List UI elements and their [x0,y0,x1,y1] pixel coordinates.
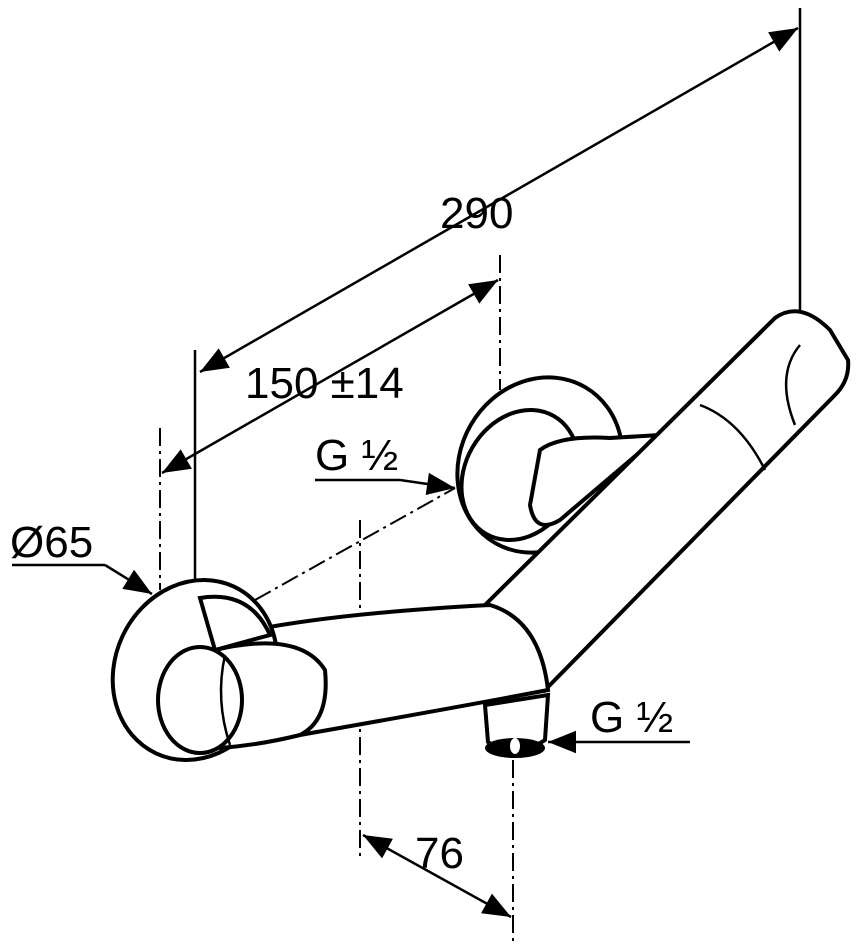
centerline-inlets [254,487,456,601]
body-seam [699,403,767,471]
dimension-line-150 [161,278,499,475]
dimension-label-150: 150 ±14 [245,359,404,408]
thread-label-outlet: G ½ [590,693,673,742]
body-cap [784,344,801,426]
dimension-line-76 [362,833,512,919]
dimension-label-diameter: Ø65 [10,518,93,567]
handle-left [156,641,328,755]
mixer-body [482,309,851,694]
leader-inlet-thread [399,472,456,496]
dimension-label-76: 76 [415,829,464,878]
dimension-label-290: 290 [440,189,513,238]
thread-label-inlet: G ½ [315,431,398,480]
outlet-nozzle [482,692,551,758]
leader-diameter [104,563,153,596]
